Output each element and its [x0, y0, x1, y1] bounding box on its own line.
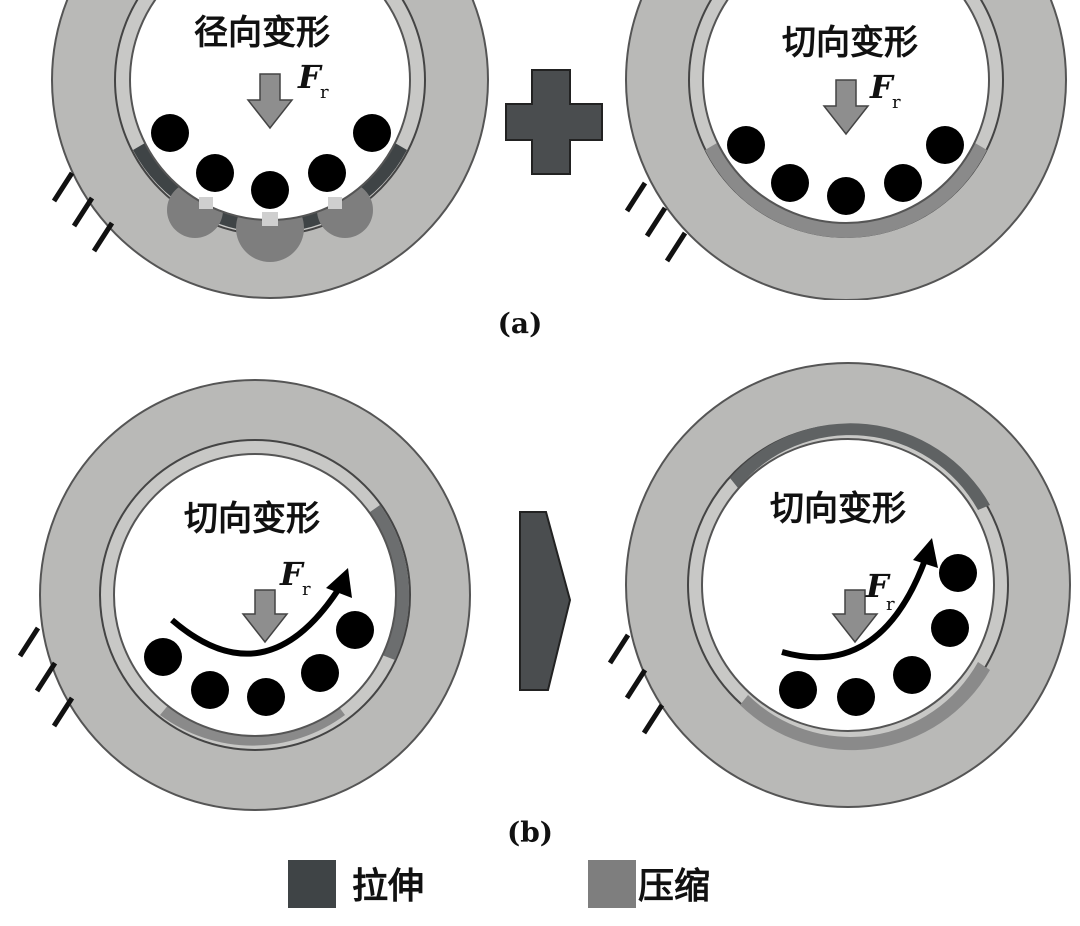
- compression-band: [740, 662, 990, 751]
- rolling-element: [251, 171, 289, 209]
- rolling-element: [837, 678, 875, 716]
- tension-band: [370, 505, 410, 660]
- contact-patch: [328, 197, 342, 209]
- rolling-element: [779, 671, 817, 709]
- legend-label-tension: 拉伸: [352, 866, 424, 907]
- rotation-arrow-right: [781, 538, 938, 661]
- rolling-element: [336, 611, 374, 649]
- rolling-elements: [144, 611, 374, 716]
- rolling-element: [151, 114, 189, 152]
- rolling-element: [353, 114, 391, 152]
- rolling-element: [191, 671, 229, 709]
- force-subscript: r: [892, 92, 901, 113]
- force-arrow-b-right: [831, 589, 879, 644]
- force-arrow-a-right: [822, 79, 870, 136]
- title-radial-deformation: 径向变形: [194, 13, 330, 53]
- force-label: F: [869, 68, 895, 106]
- title-tangential-deformation: 切向变形: [782, 23, 918, 63]
- force-label: F: [279, 555, 305, 593]
- force-arrow-a-left: [246, 73, 294, 130]
- force-subscript: r: [302, 579, 311, 600]
- force-subscript: r: [320, 82, 329, 103]
- rolling-element: [308, 154, 346, 192]
- rolling-elements: [727, 126, 964, 215]
- contact-patch: [262, 212, 278, 226]
- legend-swatch-tension: [288, 860, 336, 908]
- rolling-element: [247, 678, 285, 716]
- tension-band: [730, 423, 990, 510]
- rolling-element: [939, 554, 977, 592]
- bearing-b-left: [20, 379, 471, 811]
- rolling-element: [827, 177, 865, 215]
- legend: 拉伸 压缩: [288, 860, 710, 908]
- compression-band: [160, 703, 345, 746]
- plus-icon: [505, 69, 603, 175]
- rolling-element: [926, 126, 964, 164]
- rotation-arrow-left: [170, 568, 352, 657]
- rolling-element: [893, 656, 931, 694]
- rolling-element: [884, 164, 922, 202]
- compression-band: [705, 143, 987, 238]
- force-subscript: r: [886, 594, 895, 615]
- caption-a: (a): [498, 307, 543, 340]
- caption-b: (b): [507, 816, 553, 849]
- rolling-element: [771, 164, 809, 202]
- rolling-element: [931, 609, 969, 647]
- rolling-element: [301, 654, 339, 692]
- force-arrow-b-left: [241, 589, 289, 644]
- rolling-element: [196, 154, 234, 192]
- rolling-element: [144, 638, 182, 676]
- legend-swatch-compression: [588, 860, 636, 908]
- legend-label-compression: 压缩: [638, 866, 710, 907]
- title-tangential-deformation-right: 切向变形: [770, 489, 906, 529]
- transition-chevron-icon: [519, 511, 572, 691]
- force-label: F: [297, 58, 323, 96]
- rolling-elements: [779, 554, 977, 716]
- title-tangential-deformation-left: 切向变形: [184, 499, 320, 539]
- bore: [701, 438, 995, 732]
- contact-patch: [199, 197, 213, 209]
- bearing-b-right: [610, 362, 1071, 808]
- force-label: F: [865, 567, 891, 605]
- rolling-element: [727, 126, 765, 164]
- rolling-elements: [151, 114, 391, 209]
